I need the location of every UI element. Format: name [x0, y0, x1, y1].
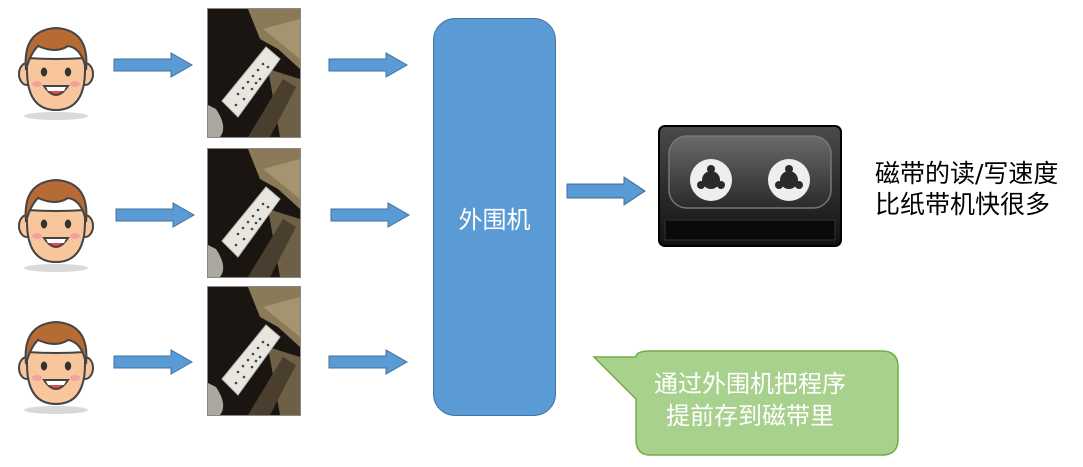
tape-speed-note-line1: 磁带的读/写速度 [875, 159, 1059, 188]
arrow-right-icon [566, 176, 646, 206]
arrow-right-icon [113, 349, 193, 375]
tape-speed-note: 磁带的读/写速度 比纸带机快很多 [875, 158, 1058, 220]
peripheral-label: 外围机 [458, 205, 531, 234]
paper-tape-machine-photo [207, 148, 301, 278]
callout-text: 通过外围机把程序 提前存到磁带里 [630, 368, 870, 432]
peripheral-machine-box: 外围机 [433, 18, 556, 416]
paper-tape-machine-photo [207, 286, 301, 416]
cassette-tape-icon [658, 125, 842, 247]
arrow-right-icon [328, 52, 408, 78]
user-face-icon [16, 314, 96, 416]
callout-bubble [592, 350, 899, 456]
callout-line2: 提前存到磁带里 [666, 402, 834, 430]
arrow-right-icon [113, 52, 193, 78]
user-face-icon [16, 20, 96, 122]
arrow-right-icon [330, 202, 410, 228]
arrow-right-icon [115, 202, 195, 228]
paper-tape-machine-photo [207, 8, 301, 138]
user-face-icon [16, 172, 96, 274]
arrow-right-icon [328, 349, 408, 375]
tape-speed-note-line2: 比纸带机快很多 [875, 190, 1051, 219]
callout-line1: 通过外围机把程序 [654, 370, 846, 398]
